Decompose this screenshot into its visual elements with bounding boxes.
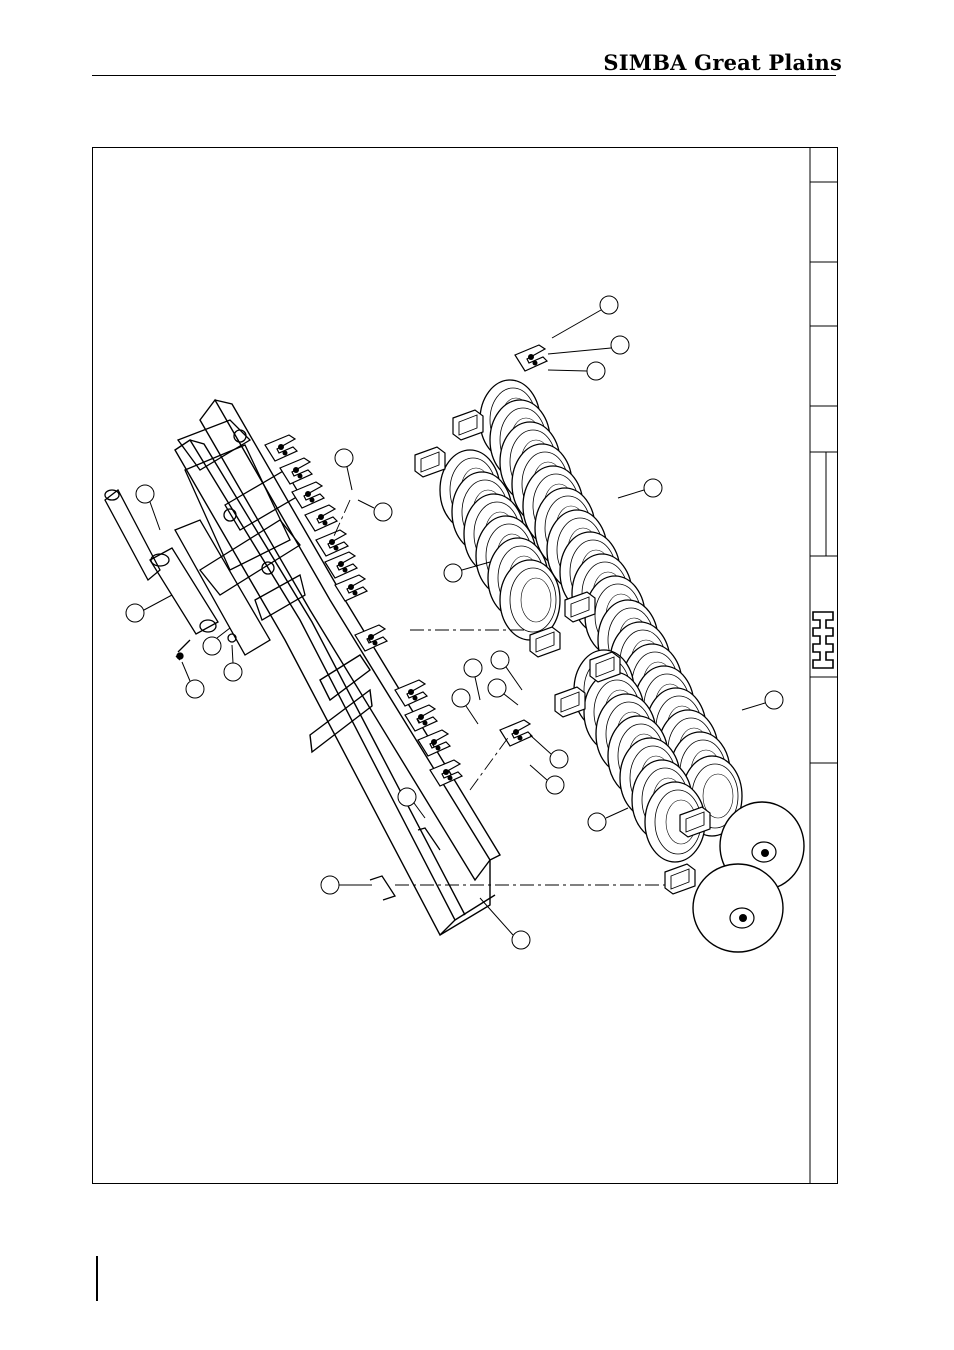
drawing-frame bbox=[92, 147, 838, 1184]
page-marker bbox=[96, 1256, 98, 1301]
